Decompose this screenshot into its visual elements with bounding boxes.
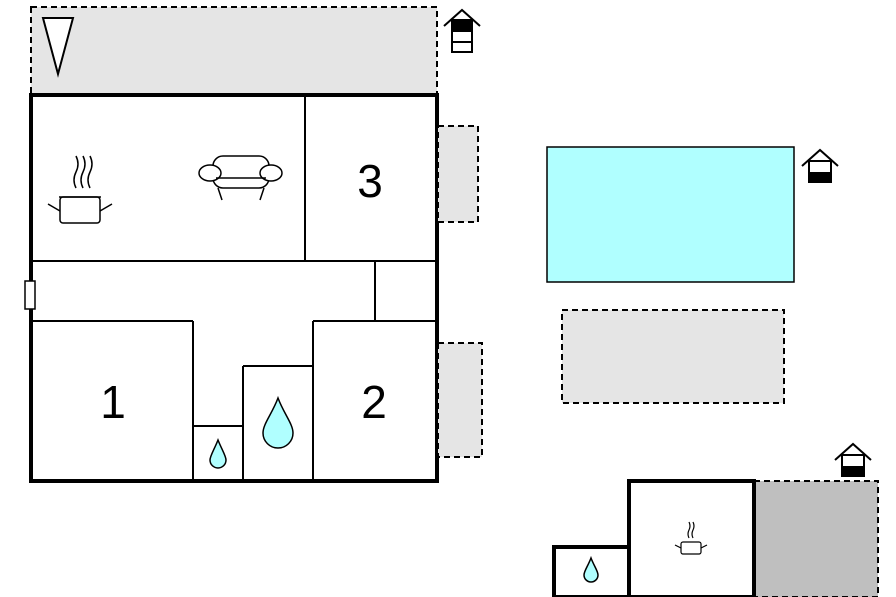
water-drop-icon [209, 437, 227, 469]
pool-terrace [561, 309, 785, 404]
cooking-pot-icon [674, 521, 708, 555]
house-roof-icon [801, 148, 839, 183]
side-terrace-upper [437, 125, 479, 223]
house-roof-icon [834, 442, 872, 477]
entrance-marker [24, 280, 36, 310]
interior-walls [31, 95, 437, 481]
swimming-pool [546, 146, 795, 283]
side-terrace-lower [437, 342, 483, 458]
sofa-icon [198, 155, 283, 201]
house-roof-icon [443, 8, 481, 53]
water-drop-icon [583, 555, 599, 583]
room-label-3: 3 [357, 155, 383, 207]
water-drop-icon [262, 395, 294, 449]
cooking-pot-icon [47, 155, 113, 224]
room-label-2: 2 [361, 376, 387, 428]
room-label-1: 1 [100, 376, 126, 428]
top-terrace [30, 6, 438, 95]
annex-dark-terrace [753, 480, 879, 597]
north-arrow-icon [41, 17, 75, 78]
annex-kitchen [627, 479, 756, 597]
